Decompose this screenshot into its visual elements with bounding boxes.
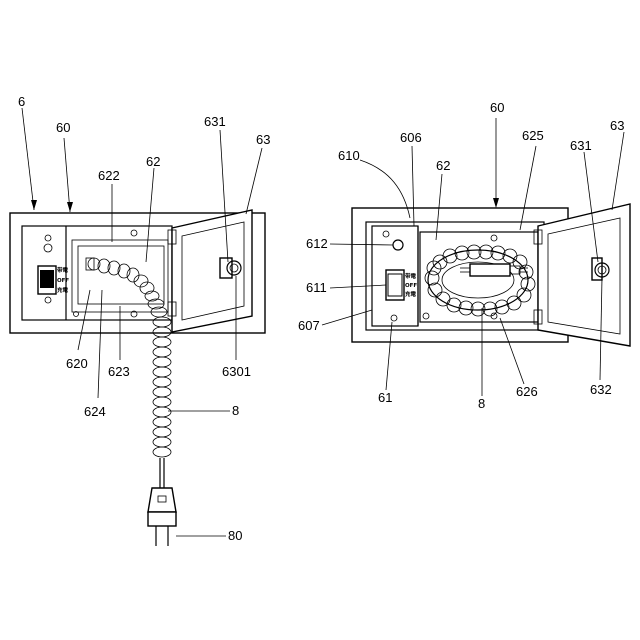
label-625: 625 <box>522 128 544 143</box>
left-figure: 带電 OFF 充電 <box>10 94 270 546</box>
left-plug <box>148 488 176 546</box>
left-switch-label-charge: 充電 <box>57 286 69 294</box>
label-622: 622 <box>98 168 120 183</box>
label-624: 624 <box>84 404 106 419</box>
label-60-right: 60 <box>490 100 504 115</box>
label-60: 60 <box>56 120 70 135</box>
right-switch-label-on: 带電 <box>405 272 417 280</box>
label-607: 607 <box>298 318 320 333</box>
left-switch-label-off: OFF <box>57 278 69 284</box>
label-623: 623 <box>108 364 130 379</box>
label-63-right: 63 <box>610 118 624 133</box>
label-63: 63 <box>256 132 270 147</box>
label-8-right: 8 <box>478 396 485 411</box>
label-61: 61 <box>378 390 392 405</box>
label-80: 80 <box>228 528 242 543</box>
label-632: 632 <box>590 382 612 397</box>
right-switch-label-off: OFF <box>405 283 417 289</box>
left-switch-label-on: 带電 <box>57 266 69 274</box>
left-hanging-cord <box>153 317 171 488</box>
label-611: 611 <box>306 280 327 295</box>
label-631-right: 631 <box>570 138 592 153</box>
label-6: 6 <box>18 94 25 109</box>
label-612: 612 <box>306 236 328 251</box>
label-62-right: 62 <box>436 158 450 173</box>
label-62: 62 <box>146 154 160 169</box>
label-626: 626 <box>516 384 538 399</box>
label-631: 631 <box>204 114 226 129</box>
label-620: 620 <box>66 356 88 371</box>
label-610: 610 <box>338 148 360 163</box>
right-figure: 带電 OFF 充電 <box>298 100 630 411</box>
right-door <box>538 204 630 346</box>
label-606: 606 <box>400 130 422 145</box>
label-6301: 6301 <box>222 364 251 379</box>
right-switch-label-charge: 充電 <box>405 290 417 298</box>
label-8: 8 <box>232 403 239 418</box>
